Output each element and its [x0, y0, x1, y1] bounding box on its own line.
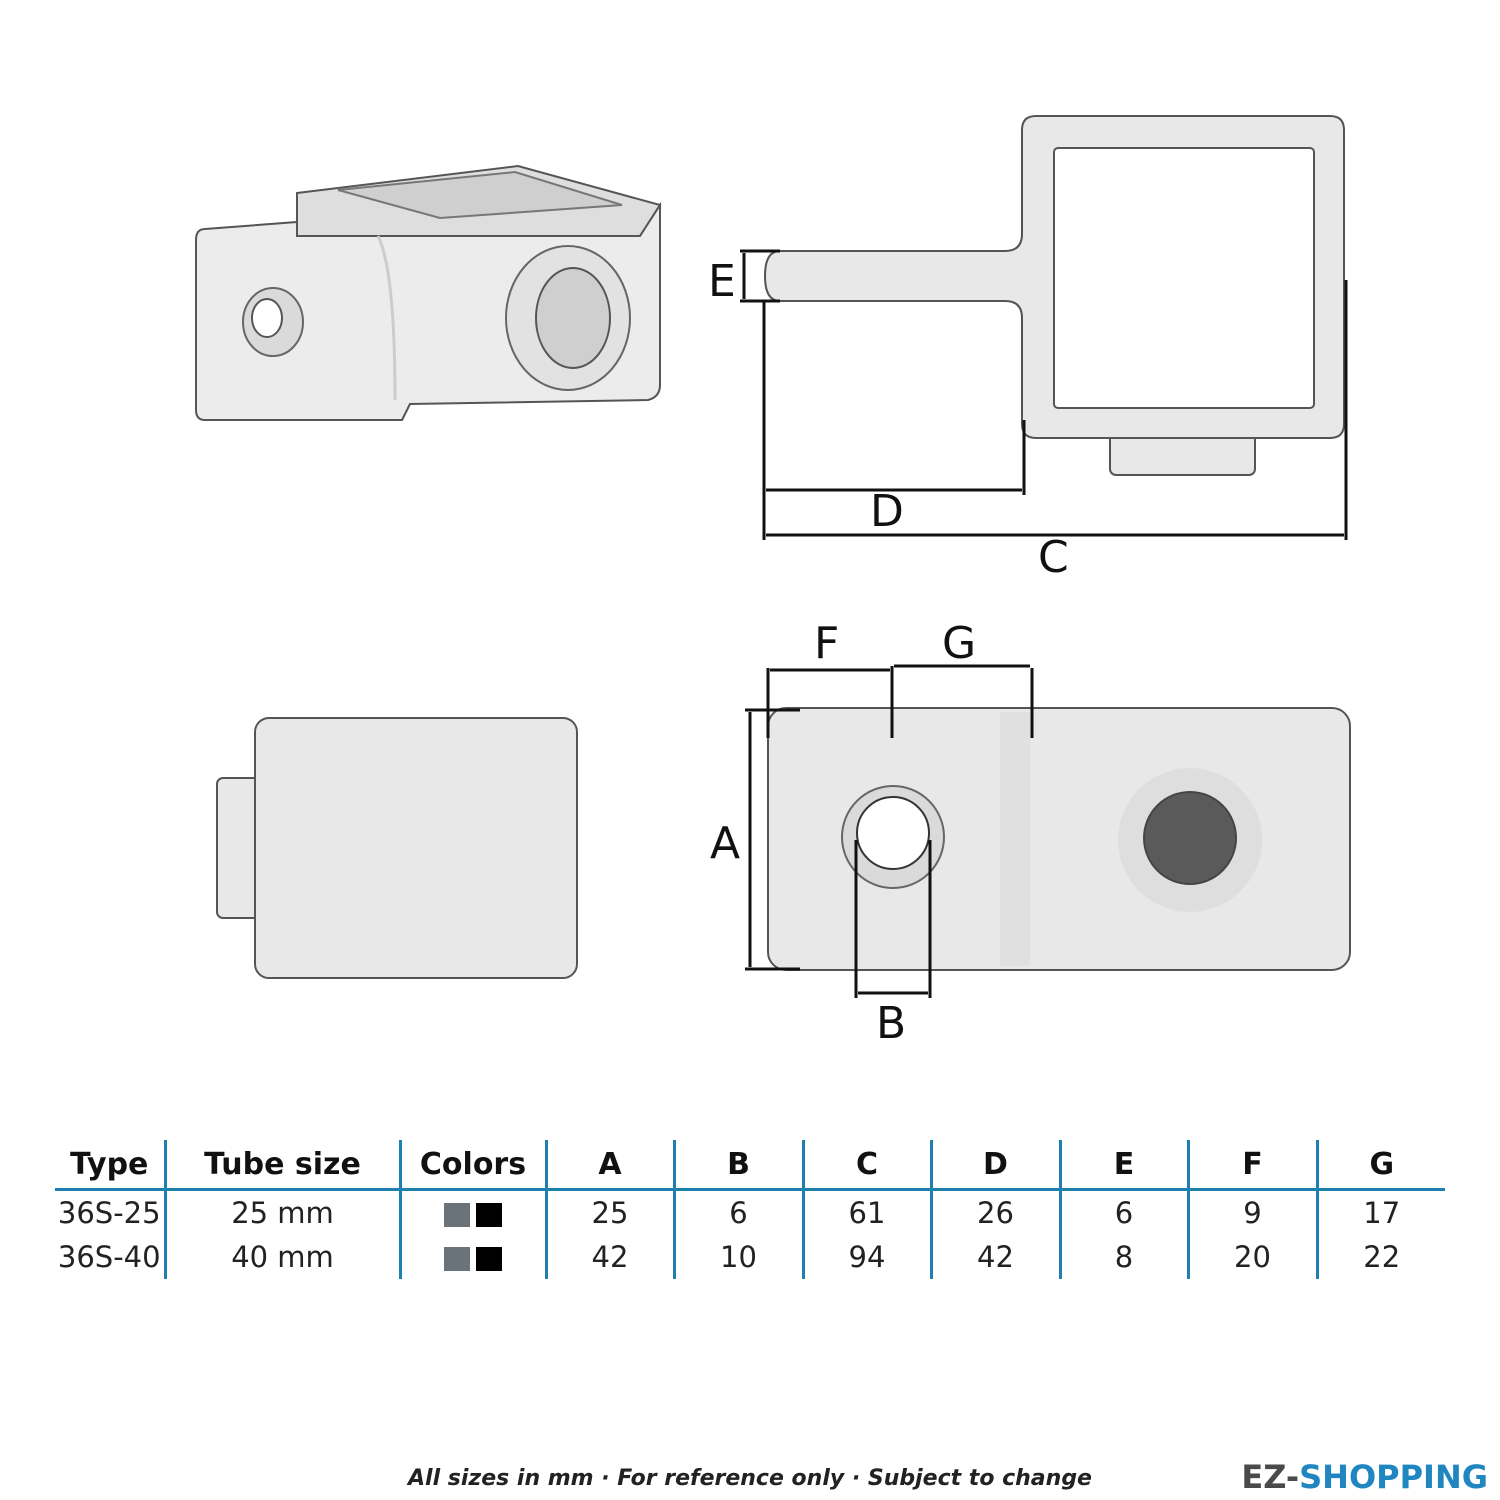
dim-label-b: B: [876, 998, 906, 1049]
header-c: C: [801, 1140, 931, 1190]
header-tube-size: Tube size: [163, 1140, 400, 1190]
cell-b: 10: [672, 1235, 803, 1279]
top-view: [763, 115, 1345, 476]
front-view: [767, 707, 1351, 971]
cell-colors: [398, 1235, 546, 1279]
header-d: D: [929, 1140, 1060, 1190]
header-g: G: [1315, 1140, 1445, 1190]
cell-type: 36S-25: [57, 1196, 161, 1230]
cell-c: 94: [801, 1235, 931, 1279]
cell-tube-size: 25 mm: [163, 1189, 400, 1235]
cell-f: 9: [1186, 1189, 1317, 1235]
table-header-row: Type Tube size Colors A B C D E F G: [55, 1140, 1445, 1190]
side-view: [216, 717, 578, 979]
isometric-view: [195, 164, 662, 421]
brand-logo: EZ-SHOPPING: [1241, 1458, 1488, 1496]
cell-d: 26: [929, 1189, 1060, 1235]
dim-label-g: G: [942, 618, 976, 669]
brand-part-2: SHOPPING: [1299, 1458, 1488, 1496]
cell-type: 36S-40: [57, 1240, 161, 1274]
color-swatch-black: [476, 1247, 502, 1271]
cell-a: 42: [544, 1235, 674, 1279]
color-swatch-gray: [444, 1247, 470, 1271]
cell-d: 42: [929, 1235, 1060, 1279]
dim-label-f: F: [814, 618, 839, 669]
technical-drawing: E D C F G A B: [195, 115, 1351, 1049]
cell-tube-size: 40 mm: [163, 1235, 400, 1279]
dim-label-c: C: [1038, 532, 1069, 583]
cell-colors: [398, 1189, 546, 1235]
footer-note: All sizes in mm · For reference only · S…: [408, 1466, 1092, 1491]
color-swatch-gray: [444, 1203, 470, 1227]
color-swatch-black: [476, 1203, 502, 1227]
table-row: 36S-40 40 mm 42 10 94 42 8 20 22: [55, 1235, 1445, 1279]
header-a: A: [544, 1140, 674, 1190]
dim-label-d: D: [870, 486, 904, 537]
dim-label-a: A: [710, 818, 740, 869]
dimension-lines: [740, 249, 1348, 998]
cell-e: 6: [1058, 1189, 1188, 1235]
header-colors: Colors: [398, 1140, 546, 1190]
header-f: F: [1186, 1140, 1317, 1190]
spec-table: Type Tube size Colors A B C D E F G 36S-…: [55, 1140, 1445, 1279]
header-e: E: [1058, 1140, 1188, 1190]
cell-b: 6: [672, 1189, 803, 1235]
cell-e: 8: [1058, 1235, 1188, 1279]
cell-g: 22: [1315, 1235, 1445, 1279]
header-type: Type: [70, 1146, 149, 1182]
dim-label-e: E: [708, 256, 736, 307]
cell-g: 17: [1315, 1189, 1445, 1235]
header-b: B: [672, 1140, 803, 1190]
table-row: 36S-25 25 mm 25 6 61 26 6 9 17: [55, 1189, 1445, 1235]
cell-c: 61: [801, 1189, 931, 1235]
cell-a: 25: [544, 1189, 674, 1235]
brand-part-1: EZ-: [1241, 1458, 1300, 1496]
cell-f: 20: [1186, 1235, 1317, 1279]
